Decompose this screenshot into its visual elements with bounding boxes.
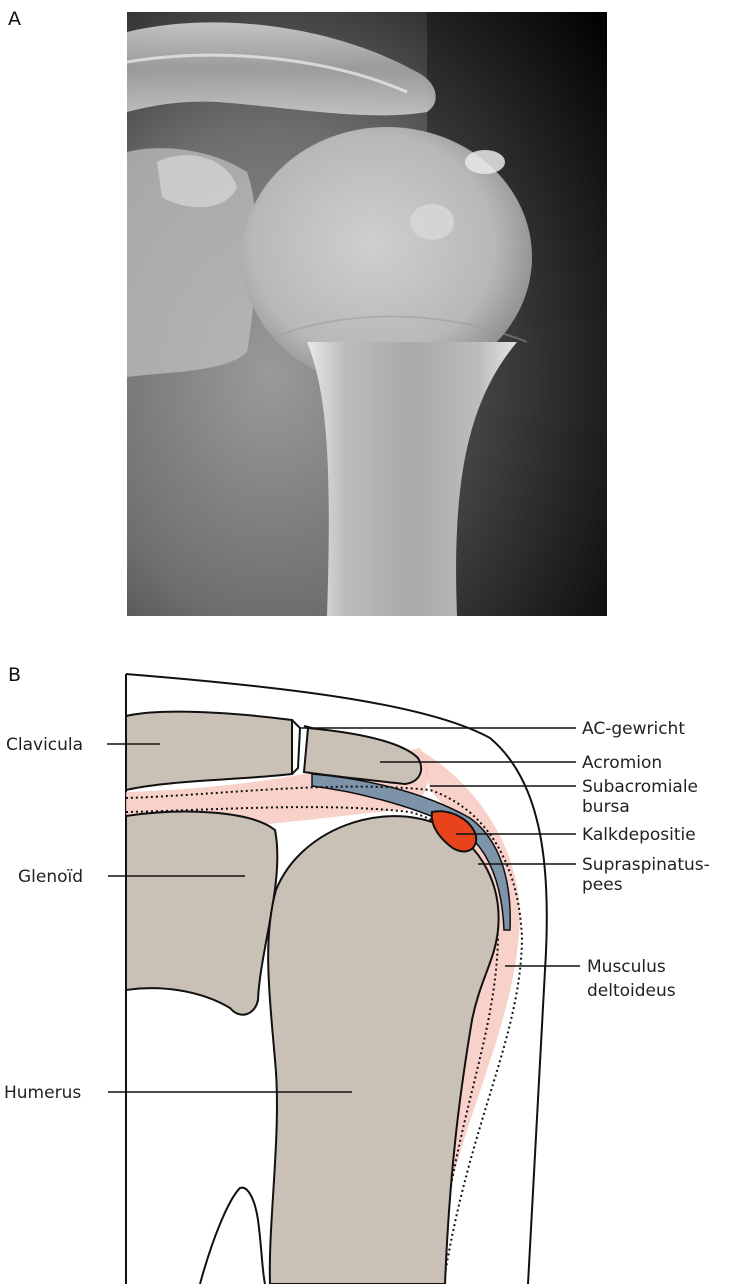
humerus-bone (268, 816, 498, 1284)
label-ac-gewricht: AC-gewricht (582, 719, 685, 739)
label-subacromiale-2: bursa (582, 797, 630, 817)
label-humerus: Humerus (4, 1083, 81, 1103)
shoulder-xray-image (127, 12, 607, 616)
label-kalkdepositie: Kalkdepositie (582, 825, 696, 845)
label-acromion: Acromion (582, 753, 662, 773)
label-glenoid: Glenoïd (18, 867, 83, 887)
label-deltoideus-1: Musculus (587, 957, 666, 977)
lower-bone-outline (200, 1188, 265, 1284)
label-deltoideus-2: deltoideus (587, 981, 676, 1001)
panel-a-letter: A (8, 8, 21, 30)
glenoid-bone (126, 812, 277, 1015)
shoulder-anatomy-diagram: Clavicula Glenoïd Humerus AC-gewricht Ac… (0, 640, 735, 1284)
label-supraspinatus-1: Supraspinatus- (582, 855, 710, 875)
label-clavicula: Clavicula (6, 735, 83, 755)
label-supraspinatus-2: pees (582, 875, 623, 895)
label-subacromiale-1: Subacromiale (582, 777, 698, 797)
